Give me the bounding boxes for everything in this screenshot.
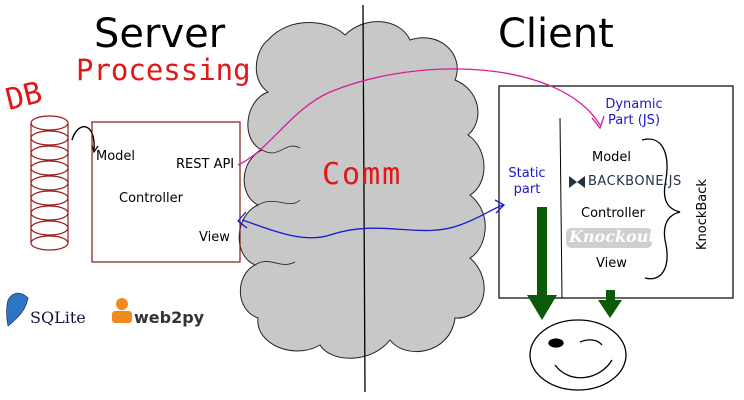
server-title: Server (94, 11, 226, 57)
knockback-label: KnockBack (695, 179, 710, 250)
static-part-label: Static part (508, 166, 546, 198)
comm-label: Comm (322, 157, 403, 192)
client-split-line (559, 117, 563, 299)
rest-api-arrow (237, 68, 601, 166)
db-model-connector (71, 126, 95, 151)
server-rest-api-label: REST API (176, 157, 235, 172)
communication-cloud (238, 21, 486, 359)
knockout-logo-text: Knockout (569, 227, 656, 246)
processing-label: Processing (76, 53, 251, 87)
client-box (498, 85, 734, 299)
web2py-logo-icon (112, 298, 132, 323)
client-model-label: Model (592, 150, 632, 165)
client-controller-label: Controller (581, 206, 645, 221)
server-box (91, 121, 241, 263)
client-view-label: View (596, 256, 627, 271)
divider-line (362, 4, 366, 393)
server-controller-label: Controller (119, 191, 183, 206)
server-view-label: View (199, 230, 230, 245)
web2py-logo-text: web2py (134, 308, 205, 327)
sqlite-logo-text: SQLite (30, 308, 86, 327)
view-arrow (241, 204, 504, 239)
client-title: Client (498, 11, 614, 57)
sqlite-logo-icon (6, 292, 29, 327)
db-label: DB (2, 75, 46, 118)
database-cylinder (30, 115, 69, 251)
knockout-logo-plate (566, 228, 652, 248)
static-flow-arrow (527, 207, 557, 320)
smiley-face (529, 319, 627, 391)
dynamic-part-label: Dynamic Part (JS) (605, 97, 663, 129)
dynamic-flow-arrow (598, 290, 622, 318)
backbone-logo-text: BACKBONE.JS (588, 174, 682, 189)
knockback-brace (641, 138, 681, 280)
server-model-label: Model (96, 149, 136, 164)
backbone-logo-icon (569, 176, 585, 188)
